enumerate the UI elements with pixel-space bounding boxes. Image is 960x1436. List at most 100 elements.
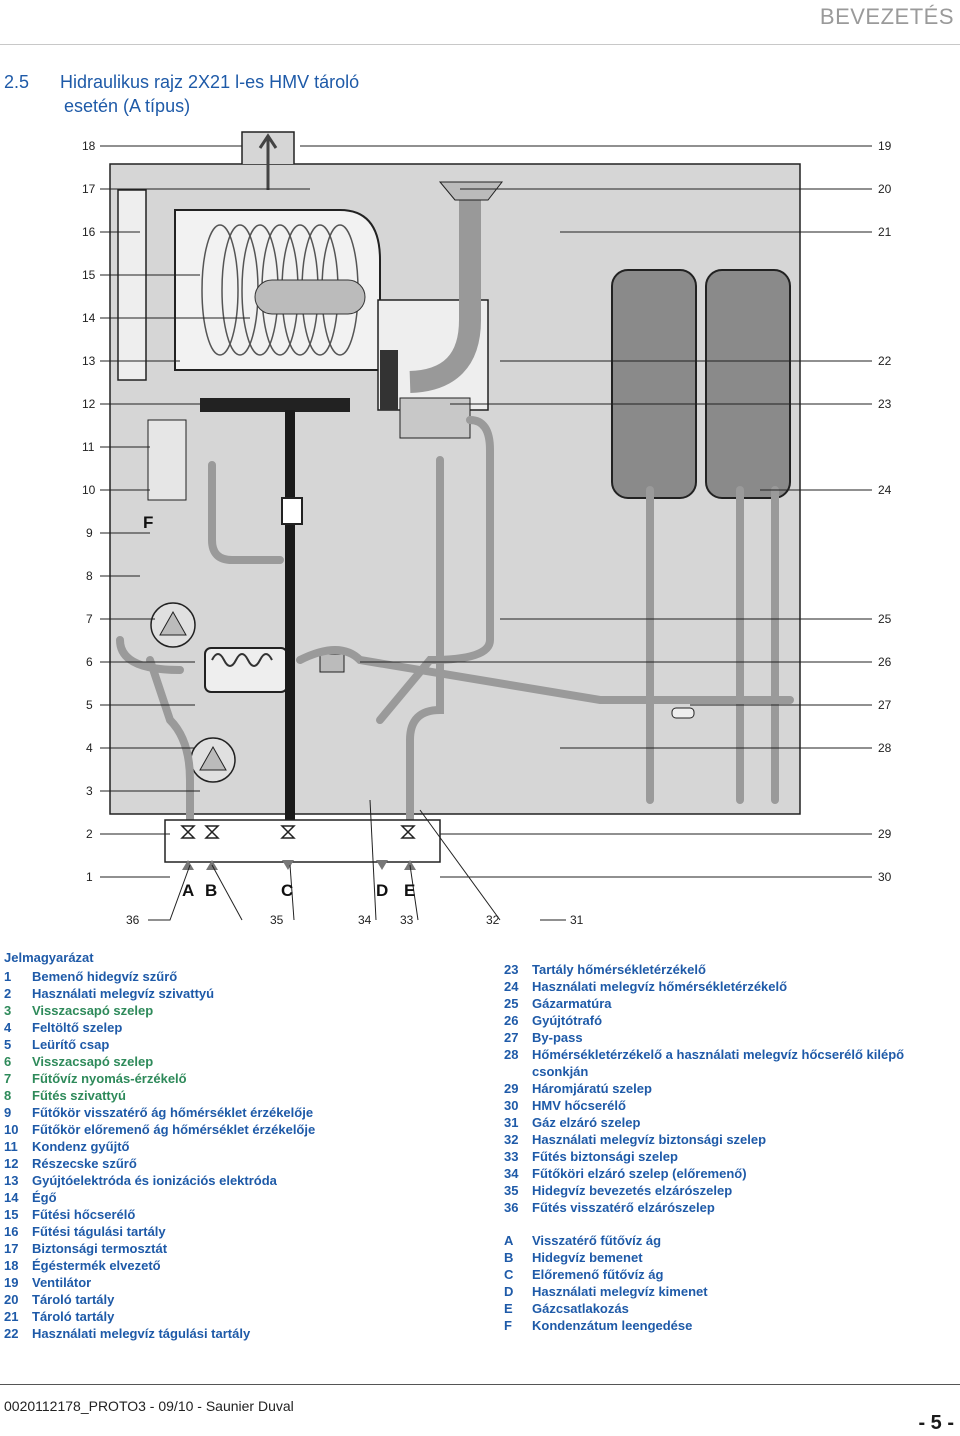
storage-tank-21 xyxy=(705,269,791,499)
legend-value: Hidegvíz bemenet xyxy=(532,1250,643,1265)
legend-value: Gázcsatlakozás xyxy=(532,1301,629,1316)
callout-14: 14 xyxy=(82,311,96,325)
particle-filter-bar xyxy=(200,398,350,412)
callout-11: 11 xyxy=(82,440,95,454)
legend-key: 22 xyxy=(4,1326,19,1341)
legend-key: 23 xyxy=(504,962,519,977)
connection-letters: A B C D E xyxy=(182,881,415,900)
connection-a: A xyxy=(182,881,194,900)
connection-c: C xyxy=(281,881,293,900)
callout-26: 26 xyxy=(878,655,892,669)
section-number: 2.5 xyxy=(4,72,30,92)
legend-value: Fűtés visszatérő elzárószelep xyxy=(532,1200,715,1215)
legend-key: 35 xyxy=(504,1183,519,1198)
legend-key: 10 xyxy=(4,1122,19,1137)
leader-lines xyxy=(100,145,872,921)
connection-e: E xyxy=(404,881,415,900)
legend-value: Visszacsapó szelep xyxy=(32,1003,154,1018)
heating-expansion-vessel xyxy=(117,189,147,381)
heating-pump-symbol xyxy=(159,610,187,636)
legend-value: Fűtés biztonsági szelep xyxy=(532,1149,678,1164)
legend-item: E Gázcsatlakozás xyxy=(504,1300,954,1317)
callout-4: 4 xyxy=(86,741,93,755)
legend-key: 4 xyxy=(4,1020,12,1035)
legend-item: 11 Kondenz gyűjtő xyxy=(4,1138,484,1155)
callout-8: 8 xyxy=(86,569,93,583)
footer-divider xyxy=(0,1384,960,1385)
legend-key: 28 xyxy=(504,1047,519,1062)
legend-key: 15 xyxy=(4,1207,19,1222)
legend-value: Részecske szűrő xyxy=(32,1156,137,1171)
air-intake-funnel xyxy=(438,181,504,201)
callout-32: 32 xyxy=(486,913,500,927)
fan xyxy=(380,350,398,410)
legend-key: 17 xyxy=(4,1241,19,1256)
callout-1: 1 xyxy=(86,870,93,884)
callout-19: 19 xyxy=(878,139,892,153)
right-callouts: 19 20 21 22 23 24 25 26 27 28 29 30 xyxy=(878,139,892,884)
callout-17: 17 xyxy=(82,182,96,196)
connection-b: B xyxy=(205,881,217,900)
flue-arrow xyxy=(258,133,278,190)
legend-key: 11 xyxy=(4,1139,18,1154)
legend-key: C xyxy=(504,1267,514,1282)
legend-value: Bemenő hidegvíz szűrő xyxy=(32,969,178,984)
legend-value: Fűtési tágulási tartály xyxy=(32,1224,166,1239)
callout-23: 23 xyxy=(878,397,892,411)
legend-item: F Kondenzátum leengedése xyxy=(504,1317,954,1334)
legend-key: 9 xyxy=(4,1105,12,1120)
storage-tank-20 xyxy=(611,269,697,499)
legend-value: Fűtőkör visszatérő ág hőmérséklet érzéke… xyxy=(32,1105,314,1120)
legend-value: Előremenő fűtővíz ág xyxy=(532,1267,664,1282)
legend-key: 31 xyxy=(504,1115,519,1130)
bottom-callouts: 36 35 34 33 32 31 xyxy=(126,913,584,927)
legend-value: Kondenz gyűjtő xyxy=(32,1139,130,1154)
air-intake-duct xyxy=(409,190,481,393)
legend-key: 13 xyxy=(4,1173,19,1188)
legend-value: Kondenzátum leengedése xyxy=(532,1318,693,1333)
callout-16: 16 xyxy=(82,225,96,239)
callout-36: 36 xyxy=(126,913,140,927)
legend-value: Égő xyxy=(32,1190,57,1205)
bypass xyxy=(671,707,695,719)
legend-key: 18 xyxy=(4,1258,19,1273)
legend-key: F xyxy=(504,1318,512,1333)
legend-key: 3 xyxy=(4,1003,12,1018)
legend-value: HMV hőcserélő xyxy=(532,1098,626,1113)
callout-20: 20 xyxy=(878,182,892,196)
legend-key: 16 xyxy=(4,1224,19,1239)
callout-6: 6 xyxy=(86,655,93,669)
legend-key: A xyxy=(504,1233,514,1248)
legend-item: 16 Fűtési tágulási tartály xyxy=(4,1223,484,1240)
callout-10: 10 xyxy=(82,483,96,497)
legend-key: 24 xyxy=(504,979,519,994)
legend-key: 29 xyxy=(504,1081,519,1096)
legend-value: Háromjáratú szelep xyxy=(532,1081,652,1096)
legend-key: E xyxy=(504,1301,513,1316)
callout-9: 9 xyxy=(86,526,93,540)
callout-28: 28 xyxy=(878,741,892,755)
